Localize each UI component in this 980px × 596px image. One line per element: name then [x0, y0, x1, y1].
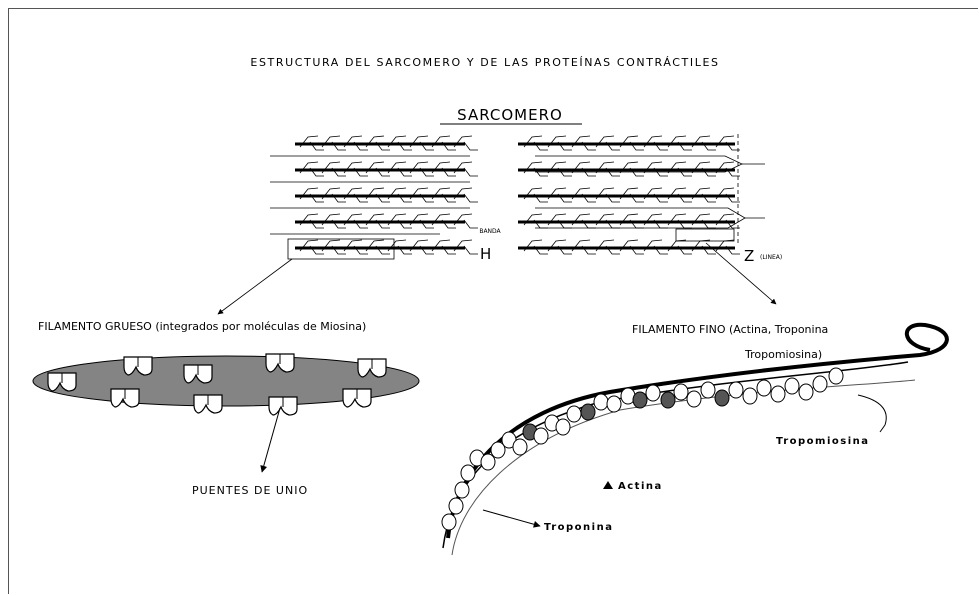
puentes-de-union-label: PUENTES DE UNIO [192, 484, 308, 497]
myosin-head-icon [183, 364, 213, 384]
myosin-head-icon [110, 388, 140, 408]
actin-bead [480, 453, 496, 471]
myosin-head-icon [342, 388, 372, 408]
myosin-head-icon [123, 356, 153, 376]
actin-bead [460, 464, 476, 482]
z-line-label: Z [744, 247, 754, 265]
troponina-label: Troponina [544, 522, 613, 533]
actin-bead [828, 367, 844, 385]
actin-bead [441, 513, 457, 531]
actin-bead [512, 438, 528, 456]
actin-bead [812, 375, 828, 393]
myosin-head-icon [357, 358, 387, 378]
actin-bead [728, 381, 744, 399]
sarcomere-right-half [518, 134, 765, 255]
actin-bead [700, 381, 716, 399]
myosin-head-icon [47, 372, 77, 392]
actin-bead [770, 385, 786, 403]
actina-label: Actina [618, 481, 663, 492]
myosin-head-icon [268, 396, 298, 416]
diagram-title: ESTRUCTURA DEL SARCOMERO Y DE LAS PROTEÍ… [250, 56, 719, 69]
actin-bead [798, 383, 814, 401]
actin-bead [645, 384, 661, 402]
thick-filament [32, 353, 420, 416]
myosin-head-icon [193, 394, 223, 414]
actin-bead [784, 377, 800, 395]
actin-bead [555, 418, 571, 436]
actin-bead [593, 393, 609, 411]
myosin-head-icon [265, 353, 295, 373]
troponin-bead [632, 391, 648, 409]
actin-bead [686, 390, 702, 408]
actin-bead [533, 427, 549, 445]
actin-bead [742, 387, 758, 405]
thin-filament [441, 322, 949, 556]
actin-bead [673, 383, 689, 401]
banda-label: BANDA [479, 228, 501, 235]
filamento-fino-label-2: Tropomiosina) [744, 348, 822, 361]
z-line-note: (LINEA) [760, 254, 782, 261]
h-zone-label: H [480, 245, 491, 263]
troponin-bead [714, 389, 730, 407]
actin-bead [756, 379, 772, 397]
actin-bead [490, 441, 506, 459]
troponin-bead [660, 391, 676, 409]
diagram-frame [8, 8, 978, 594]
troponin-bead [580, 403, 596, 421]
tropomiosina-label: Tropomiosina [776, 436, 870, 447]
filamento-fino-label-1: FILAMENTO FINO (Actina, Troponina [632, 323, 828, 336]
actin-bead [448, 497, 464, 515]
sarcomero-label: SARCOMERO [457, 106, 563, 124]
actin-bead [454, 481, 470, 499]
filamento-grueso-label: FILAMENTO GRUESO (integrados por molécul… [38, 320, 366, 333]
actin-bead [606, 395, 622, 413]
sarcomere-left-half [270, 135, 478, 260]
actin-bead [566, 405, 582, 423]
